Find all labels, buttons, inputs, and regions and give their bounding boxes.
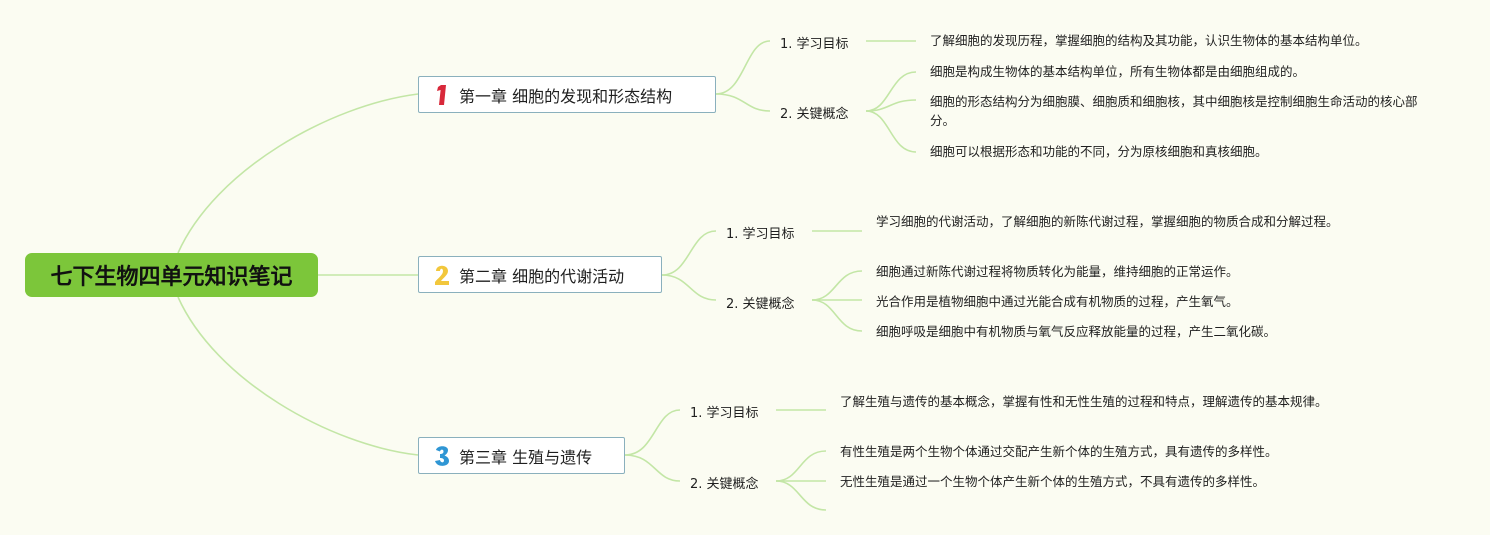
chapter-1-topic[interactable]: 第一章 细胞的发现和形态结构 <box>418 76 716 113</box>
root-topic[interactable]: 七下生物四单元知识笔记 <box>25 253 318 297</box>
connector-line-9 <box>865 110 917 153</box>
chapter-2-concept-3: 细胞呼吸是细胞中有机物质与氧气反应释放能量的过程，产生二氧化碳。 <box>876 324 1277 339</box>
number-3-icon <box>431 444 453 468</box>
chapter-3-goal-text: 了解生殖与遗传的基本概念，掌握有性和无性生殖的过程和特点，理解遗传的基本规律。 <box>840 394 1328 409</box>
number-2-icon <box>431 263 453 287</box>
chapter-1-concept-label[interactable]: 2. 关键概念 <box>780 107 849 122</box>
connector-line-15 <box>811 299 863 332</box>
connector-line-10 <box>661 230 717 276</box>
chapter-1-goal-text: 了解细胞的发现历程，掌握细胞的结构及其功能，认识生物体的基本结构单位。 <box>930 33 1368 48</box>
connector-line-19 <box>775 450 827 482</box>
chapter-1-title: 第一章 细胞的发现和形态结构 <box>459 86 673 106</box>
chapter-2-concept-2: 光合作用是植物细胞中通过光能合成有机物质的过程，产生氧气。 <box>876 294 1239 309</box>
chapter-1-concept-1: 细胞是构成生物体的基本结构单位，所有生物体都是由细胞组成的。 <box>930 64 1306 79</box>
chapter-1-concept-3: 细胞可以根据形态和功能的不同，分为原核细胞和真核细胞。 <box>930 144 1268 159</box>
chapter-2-concept-1: 细胞通过新陈代谢过程将物质转化为能量，维持细胞的正常运作。 <box>876 264 1239 279</box>
connector-line-4 <box>715 40 771 95</box>
chapter-1-concept-2: 细胞的形态结构分为细胞膜、细胞质和细胞核，其中细胞核是控制细胞生命活动的核心部分… <box>930 94 1418 128</box>
connector-line-3 <box>177 296 419 456</box>
connector-line-5 <box>715 93 771 112</box>
chapter-3-goal-label[interactable]: 1. 学习目标 <box>690 406 759 421</box>
chapter-2-goal-text: 学习细胞的代谢活动，了解细胞的新陈代谢过程，掌握细胞的物质合成和分解过程。 <box>876 214 1339 229</box>
chapter-2-title: 第二章 细胞的代谢活动 <box>459 266 625 286</box>
connector-line-13 <box>811 270 863 301</box>
chapter-3-topic[interactable]: 第三章 生殖与遗传 <box>418 437 625 474</box>
root-title: 七下生物四单元知识笔记 <box>50 265 293 290</box>
chapter-3-concept-1: 有性生殖是两个生物个体通过交配产生新个体的生殖方式，具有遗传的多样性。 <box>840 444 1278 459</box>
chapter-1-goal-label[interactable]: 1. 学习目标 <box>780 37 849 52</box>
number-1-icon <box>431 83 453 107</box>
connector-line-21 <box>775 480 827 511</box>
connector-line-8 <box>865 99 917 112</box>
chapter-2-goal-label[interactable]: 1. 学习目标 <box>726 227 795 242</box>
chapter-3-title: 第三章 生殖与遗传 <box>459 447 593 467</box>
connector-line-16 <box>624 409 681 456</box>
chapter-2-concept-label[interactable]: 2. 关键概念 <box>726 297 795 312</box>
chapter-3-concept-2: 无性生殖是通过一个生物个体产生新个体的生殖方式，不具有遗传的多样性。 <box>840 474 1266 489</box>
chapter-2-topic[interactable]: 第二章 细胞的代谢活动 <box>418 256 662 293</box>
chapter-3-concept-label[interactable]: 2. 关键概念 <box>690 477 759 492</box>
connector-line-17 <box>624 454 681 482</box>
connector-line-2 <box>177 93 419 254</box>
connector-line-11 <box>661 274 717 301</box>
